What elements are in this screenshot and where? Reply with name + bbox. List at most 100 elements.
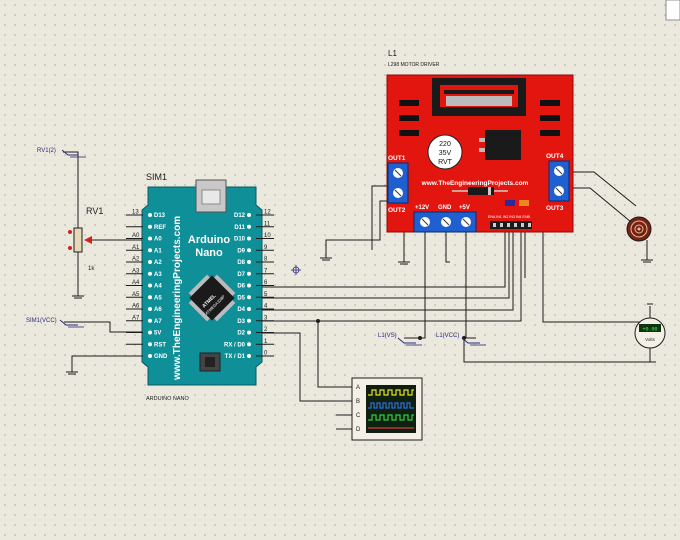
probe-l1-vs-label: L1(VS)	[378, 333, 397, 339]
terminal-power[interactable]	[413, 211, 477, 233]
arduino-ref-label: SIM1	[146, 172, 167, 182]
label-5v: +5V	[459, 205, 470, 211]
arduino-right-pin-label: D10	[234, 237, 246, 243]
arduino-right-pin-label: RX / D0	[224, 342, 246, 348]
arduino-right-pins: 12D1211D1110D109D98D87D76D65D54D43D32D21…	[224, 210, 274, 361]
dc-voltmeter[interactable]: +0.00 Volts	[634, 303, 666, 349]
junction-dot	[316, 319, 320, 323]
arduino-left-pin[interactable]: GND	[126, 354, 168, 360]
arduino-right-pin-label: D3	[237, 319, 245, 325]
probe-sim-vcc-label: SIM1(VCC)	[26, 318, 57, 324]
atmega-chip	[188, 274, 236, 322]
l298-motor-driver[interactable]: L1 L298 MOTOR DRIVER 220 35V RVT	[386, 49, 574, 233]
probe-l1-vcc-label: L1(VCC)	[436, 333, 459, 339]
voltmeter-unit: Volts	[645, 337, 656, 342]
arduino-left-pin-label: A6	[154, 307, 162, 313]
enable-header[interactable]	[490, 221, 532, 229]
terminal-out3-out4[interactable]	[548, 160, 570, 202]
label-12v: +12V	[415, 205, 429, 211]
arduino-left-pin-number: 13	[132, 210, 139, 216]
cursor-marker	[291, 265, 301, 275]
arduino-right-pin[interactable]: 4D4	[237, 304, 274, 314]
arduino-left-pin[interactable]: 5V	[126, 330, 161, 337]
scope-channel-label: B	[356, 399, 360, 405]
arduino-right-pin-label: TX / D1	[225, 354, 246, 360]
arduino-right-pin[interactable]: 8D8	[237, 257, 274, 267]
window-corner	[665, 0, 680, 21]
label-enable-pins: ENA IN1 IN2 IN3 IN4 ENB	[488, 215, 531, 219]
arduino-left-pin-label: A3	[154, 272, 162, 278]
arduino-right-pin-label: D4	[237, 307, 245, 313]
arduino-right-pin-label: D5	[237, 295, 245, 301]
arduino-left-pin[interactable]: RST	[126, 342, 166, 348]
arduino-left-pin-label: A2	[154, 260, 162, 266]
arduino-left-pin[interactable]: REF	[126, 224, 166, 231]
cap-brand: RVT	[438, 159, 453, 166]
arduino-title-2: Nano	[195, 247, 223, 259]
cap-value: 220	[439, 141, 451, 148]
arduino-right-pin[interactable]: 3D3	[237, 315, 274, 325]
arduino-left-pin-label: A1	[154, 248, 162, 254]
arduino-right-pin-number: 11	[264, 221, 271, 227]
label-out2: OUT2	[388, 207, 406, 214]
scope-channel-label: A	[356, 385, 360, 391]
arduino-right-pin[interactable]: 2D2	[237, 327, 274, 337]
arduino-right-pin-number: 0	[264, 351, 268, 357]
arduino-right-pin[interactable]: 6D6	[237, 280, 274, 290]
arduino-right-pin[interactable]: 9D9	[237, 245, 274, 255]
driver-diode	[468, 187, 494, 195]
probe-l1-vcc[interactable]: L1(VCC)	[436, 333, 486, 346]
driver-right-transistors	[540, 100, 560, 136]
driver-regulator	[485, 130, 521, 160]
driver-website: www.TheEngineeringProjects.com	[421, 180, 529, 187]
arduino-right-pin-label: D12	[234, 213, 246, 219]
driver-name-label: L298 MOTOR DRIVER	[388, 62, 440, 68]
arduino-left-pin-label: GND	[154, 354, 168, 360]
arduino-right-pin[interactable]: 5D5	[237, 292, 274, 302]
arduino-title-1: Arduino	[188, 234, 230, 246]
arduino-left-pin-number: A3	[132, 268, 140, 274]
dc-motor[interactable]	[626, 216, 652, 242]
arduino-left-pin-label: A4	[154, 284, 162, 290]
arduino-right-pin-number: 9	[264, 245, 268, 251]
arduino-left-pin-label: A7	[154, 319, 162, 325]
arduino-right-pin-number: 1	[264, 339, 268, 345]
scope-trace-a	[368, 389, 414, 396]
arduino-right-pin-label: D2	[237, 331, 245, 337]
label-gnd: GND	[438, 205, 452, 211]
arduino-right-pin[interactable]: 1 RX / D0	[224, 339, 274, 349]
probe-l1-vs[interactable]: L1(VS)	[378, 333, 422, 346]
junction-dot	[418, 336, 422, 340]
scope-channel-label: D	[356, 427, 361, 433]
arduino-right-pin[interactable]: 0 TX / D1	[225, 351, 274, 361]
arduino-right-pin-number: 2	[264, 327, 268, 333]
label-out1: OUT1	[388, 155, 406, 162]
driver-capacitor	[427, 134, 463, 170]
terminal-out1-out2[interactable]	[387, 162, 409, 204]
scope-trace-b	[368, 402, 414, 409]
arduino-right-pin-number: 7	[264, 268, 268, 274]
potentiometer-rv1[interactable]: RV1 1k	[68, 206, 103, 272]
arduino-left-pin-number: A2	[132, 257, 140, 263]
arduino-right-pin[interactable]: 7D7	[237, 268, 274, 278]
arduino-right-pin-number: 12	[264, 210, 271, 216]
arduino-right-pin-label: D8	[237, 260, 245, 266]
probe-sim-vcc[interactable]: SIM1(VCC)	[26, 318, 84, 328]
arduino-nano[interactable]: SIM1 www.TheEngineeringProjects.com Ardu…	[126, 172, 274, 402]
probe-rv1[interactable]: RV1(2)	[37, 148, 86, 158]
